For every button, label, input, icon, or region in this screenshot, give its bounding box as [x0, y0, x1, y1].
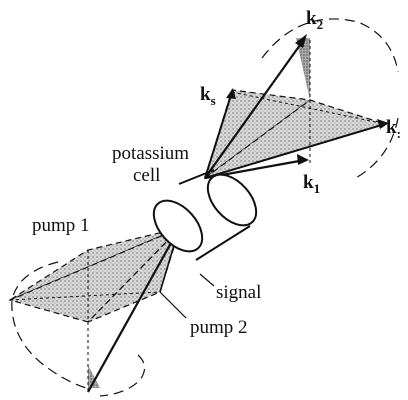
output-circle-arc-bottom [351, 117, 399, 181]
vector-k2 [204, 37, 306, 179]
input-circle-arc-left [11, 261, 87, 389]
cell-edge-top [178, 169, 215, 185]
output-circle-arc-top [261, 18, 399, 73]
label-k2: k2 [306, 8, 323, 32]
dotted-link [231, 91, 386, 125]
vector-kr-head [377, 119, 389, 129]
label-ks: ks [200, 84, 216, 108]
vector-kr [204, 123, 386, 179]
label-cell-line1: potassium [112, 143, 189, 164]
cell-back-face [206, 173, 258, 227]
label-signal: signal [216, 282, 261, 303]
signal-pointer [199, 273, 215, 287]
label-pump1: pump 1 [32, 215, 90, 236]
label-pump2: pump 2 [190, 317, 248, 338]
vector-pump-bottom [87, 233, 177, 393]
dotted-link-pump [9, 291, 161, 301]
output-cone [203, 18, 399, 181]
vector-k2-head [295, 34, 307, 48]
shaded-plane-ks [203, 89, 312, 180]
cell-front-face [152, 199, 204, 253]
shaded-plane-bottom [88, 365, 100, 388]
label-k1: k1 [303, 172, 320, 196]
vector-ks [204, 91, 233, 179]
pump2-pointer [159, 291, 187, 319]
cell-edge-bottom [195, 225, 251, 261]
vector-k1-head [297, 154, 309, 165]
potassium-cell [152, 169, 258, 261]
input-cone [8, 227, 181, 397]
cell-body [178, 178, 252, 252]
vector-ks-head [226, 88, 236, 99]
label-cell-line2: cell [133, 165, 160, 186]
label-kr: k: [386, 117, 401, 141]
shaded-plane-k2 [296, 38, 310, 100]
input-circle-arc-right [99, 354, 146, 397]
